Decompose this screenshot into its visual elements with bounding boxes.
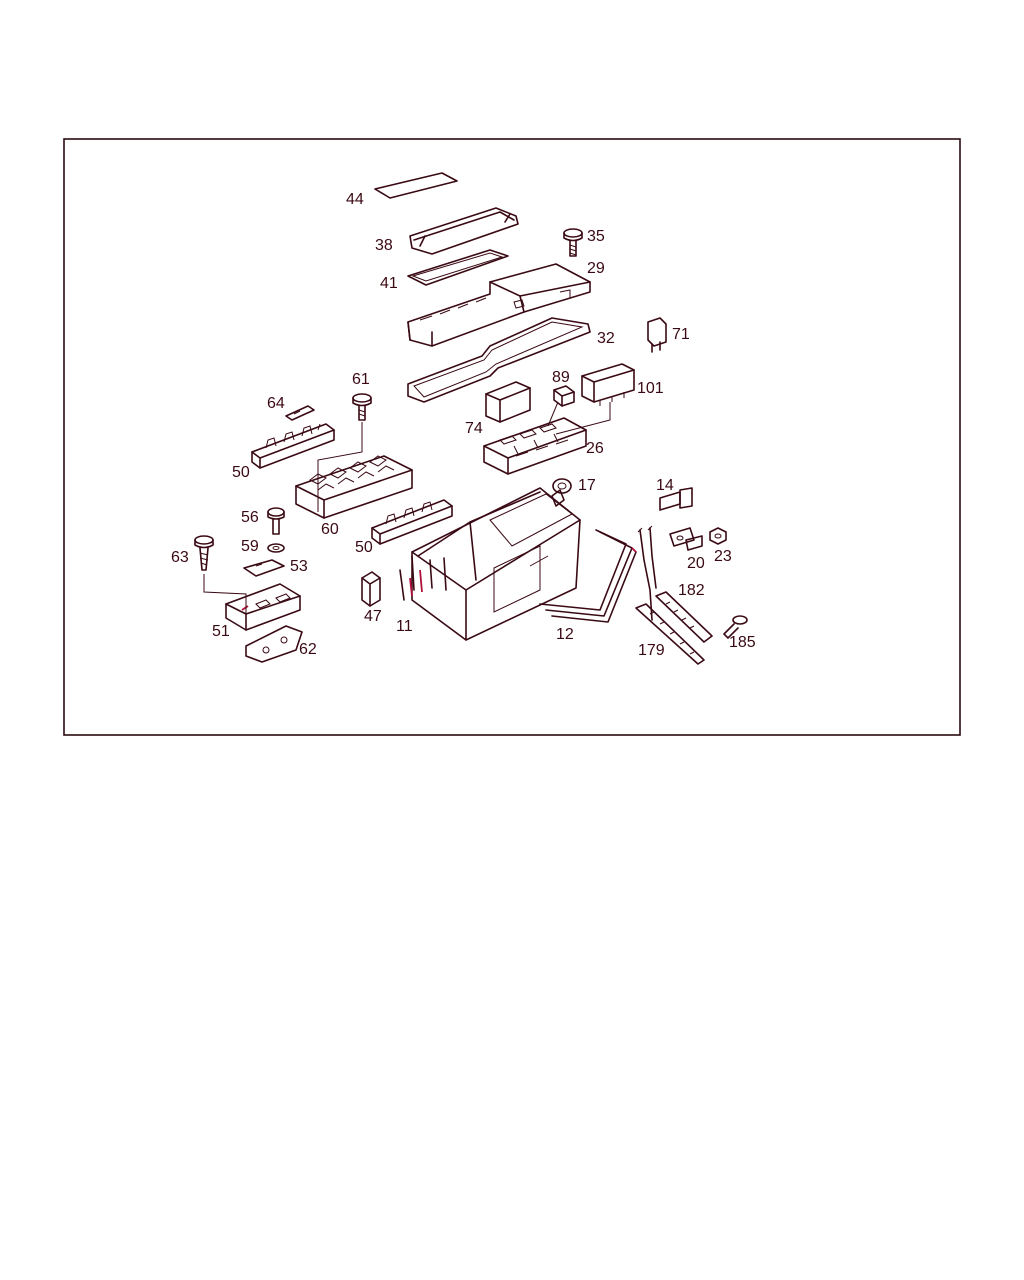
part-38-cover [409,207,519,255]
part-29-upper-housing [407,263,591,347]
part-182-cable-tie [655,591,713,643]
label-53: 53 [290,558,308,575]
label-23: 23 [714,548,732,565]
label-12: 12 [556,626,574,643]
part-62-mounting-plate [245,625,303,663]
part-50-fuse-holder-upper [251,423,335,469]
part-59-washer [267,543,285,553]
label-17: 17 [578,477,596,494]
label-71: 71 [672,326,690,343]
label-26: 26 [586,440,604,457]
part-44-label-plate [374,172,458,199]
part-51-bracket [225,583,301,631]
label-35: 35 [587,228,605,245]
part-101-relay-module [581,363,635,406]
part-26-relay-base [483,417,587,475]
leader-lines [203,401,611,628]
label-56: 56 [241,509,259,526]
part-14-bolt [659,487,693,511]
label-38: 38 [375,237,393,254]
part-41-seal [407,249,509,286]
label-50-upper: 50 [232,464,250,481]
part-32-gasket [407,317,591,403]
part-50-fuse-holder-lower [371,499,453,545]
part-60-fuse-block [295,455,413,519]
label-14: 14 [656,477,674,494]
part-47-connector [361,571,381,607]
part-17-grommet [552,478,572,494]
part-74-relay [485,381,531,423]
label-32: 32 [597,330,615,347]
label-182: 182 [678,582,705,599]
label-59: 59 [241,538,259,555]
label-47: 47 [364,608,382,625]
part-61-screw [352,393,372,421]
label-61: 61 [352,371,370,388]
label-29: 29 [587,260,605,277]
part-35-screw [563,228,583,257]
part-56-screw [267,507,285,535]
part-71-relay [647,317,667,353]
part-wire-leads [637,525,657,621]
label-185: 185 [729,634,756,651]
label-51: 51 [212,623,230,640]
part-53-clip [243,559,285,577]
label-89: 89 [552,369,570,386]
label-62: 62 [299,641,317,658]
part-89-relay [553,385,575,407]
part-23-nut [709,527,727,545]
label-64: 64 [267,395,285,412]
diagram-frame [63,138,961,736]
label-179: 179 [638,642,665,659]
label-101: 101 [637,380,664,397]
part-64-fuse [285,405,315,421]
label-50-lower: 50 [355,539,373,556]
label-74: 74 [465,420,483,437]
part-185-screw [723,615,748,639]
label-41: 41 [380,275,398,292]
part-20-bolt [669,527,703,551]
part-11-main-housing [399,487,581,641]
label-44: 44 [346,191,364,208]
label-63: 63 [171,549,189,566]
part-12-wire-harness [539,529,637,623]
label-60: 60 [321,521,339,538]
part-63-screw [194,535,214,571]
label-11: 11 [396,618,413,635]
label-20: 20 [687,555,705,572]
